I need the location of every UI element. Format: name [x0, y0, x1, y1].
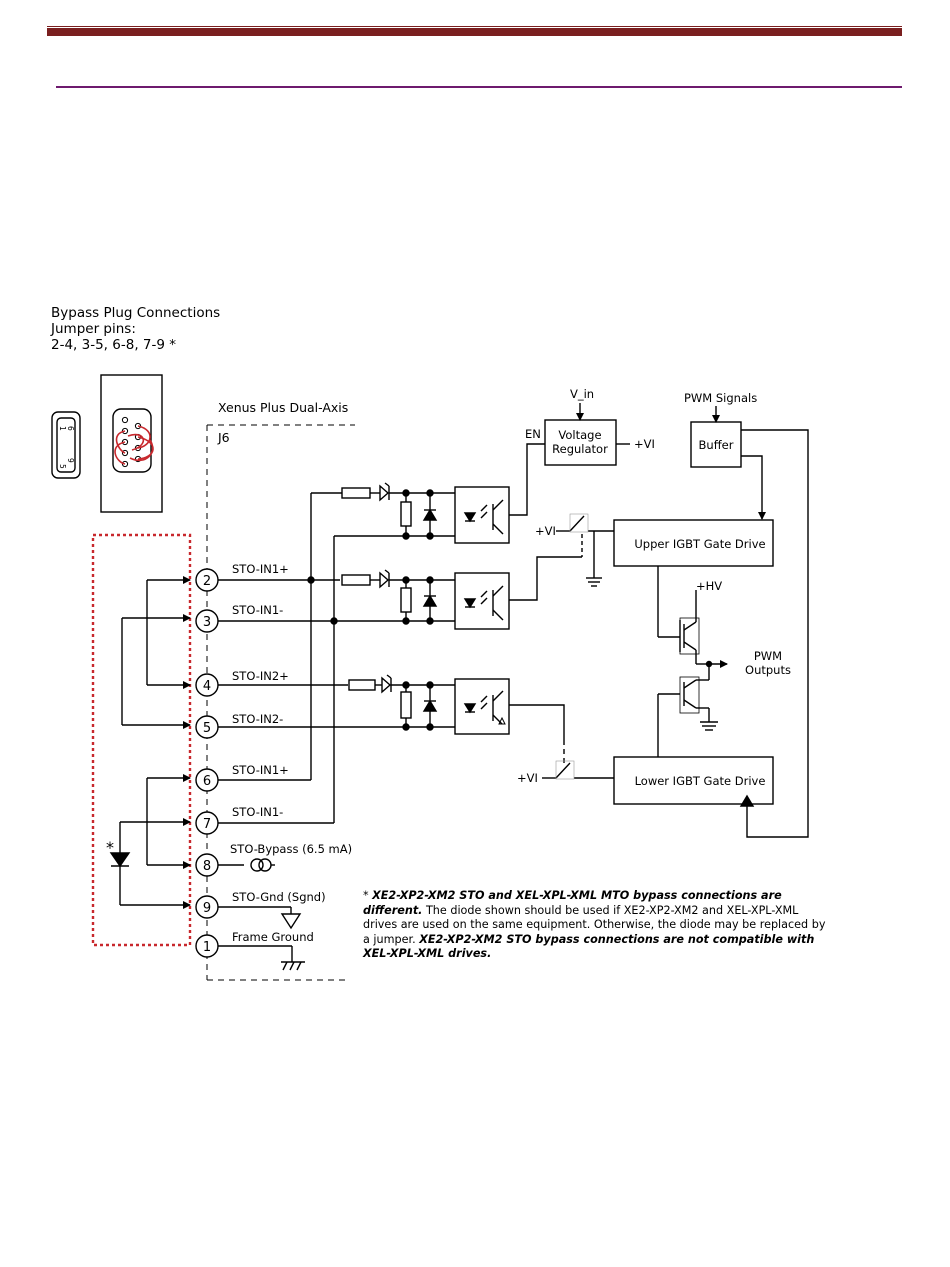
header-rule-secondary	[56, 86, 902, 88]
pin-circles	[195, 568, 219, 958]
pin-8-label: STO-Bypass (6.5 mA)	[230, 842, 352, 856]
dsub-pin-1-label: 1	[58, 426, 67, 431]
drive-name: Xenus Plus Dual-Axis	[218, 400, 348, 415]
pin-6-number: 6	[203, 774, 211, 789]
drive-boundary	[206, 424, 355, 981]
control-wiring	[509, 403, 809, 838]
dsub-pin-5-label: 5	[58, 464, 67, 469]
regulator-label-1: Voltage	[558, 428, 601, 442]
pin-9-number: 9	[203, 901, 211, 916]
pin-2-label: STO-IN1+	[232, 562, 289, 576]
connector-j6: J6	[217, 430, 230, 445]
vin-label: V_in	[570, 387, 594, 401]
input-channel-2	[341, 569, 510, 630]
pin-2-number: 2	[203, 574, 211, 589]
vi-upper-label: +VI	[535, 524, 556, 538]
pin-4-number: 4	[203, 679, 211, 694]
pin-3-number: 3	[203, 615, 211, 630]
pin-1-label: Frame Ground	[232, 930, 314, 944]
bypass-note: * XE2-XP2-XM2 STO and XEL-XPL-XML MTO by…	[363, 889, 833, 962]
bypass-plug-outline	[91, 533, 192, 947]
regulator-label-2: Regulator	[552, 442, 608, 456]
dsub-pin-6-label: 6	[66, 426, 75, 431]
jumper-wires	[119, 576, 191, 909]
hv-label: +HV	[696, 579, 722, 593]
vi-out-label: +VI	[634, 437, 655, 451]
bypass-diode-icon	[109, 852, 131, 868]
vi-lower-label: +VI	[517, 771, 538, 785]
jumper-label: Jumper pins:	[51, 321, 136, 337]
pin-8-number: 8	[203, 859, 211, 874]
voltage-regulator-block	[544, 419, 617, 466]
note-bold-2: XE2-XP2-XM2 STO bypass connections are n…	[363, 932, 815, 961]
pin-5-label: STO-IN2-	[232, 712, 283, 726]
input-channel-3	[348, 674, 510, 735]
note-body: The diode shown should be used if XE2-XP…	[363, 903, 826, 946]
bypass-intro: Bypass Plug Connections Jumper pins: 2-4…	[51, 305, 220, 353]
pin-7-label: STO-IN1-	[232, 805, 283, 819]
pin-7-number: 7	[203, 817, 211, 832]
pin-9-label: STO-Gnd (Sgnd)	[232, 890, 326, 904]
upper-igbt-gate-drive-block	[613, 519, 774, 567]
pwm-signals-label: PWM Signals	[684, 391, 757, 405]
buffer-block	[690, 421, 742, 468]
header-rule	[47, 28, 902, 36]
note-bold-1: XE2-XP2-XM2 STO and XEL-XPL-XML MTO bypa…	[363, 889, 782, 917]
lower-gate-label: Lower IGBT Gate Drive	[635, 774, 766, 788]
dsub-pin-9-label: 9	[66, 458, 75, 463]
diode-asterisk: *	[106, 838, 114, 857]
input-channel-1	[341, 482, 510, 544]
input-wiring	[218, 492, 406, 971]
bypass-title: Bypass Plug Connections	[51, 305, 221, 321]
buffer-label: Buffer	[699, 438, 734, 452]
en-label: EN	[525, 427, 541, 441]
lower-igbt-gate-drive-block	[613, 756, 774, 805]
header-rule-thin	[47, 26, 902, 27]
pin-1-number: 1	[203, 940, 211, 955]
pin-6-label: STO-IN1+	[232, 763, 289, 777]
note-star: *	[363, 889, 373, 902]
upper-gate-label: Upper IGBT Gate Drive	[634, 537, 765, 551]
pin-3-label: STO-IN1-	[232, 603, 283, 617]
bypass-plug	[100, 374, 163, 513]
pwm-outputs-label-1: PWM	[754, 649, 782, 663]
jumper-pins: 2-4, 3-5, 6-8, 7-9 *	[51, 337, 176, 353]
dsub-connector-small: 1 6 9 5	[51, 411, 81, 479]
bypass-jumper-loops	[114, 425, 154, 465]
pin-4-label: STO-IN2+	[232, 669, 289, 683]
pin-5-number: 5	[203, 721, 211, 736]
pwm-outputs-label-2: Outputs	[745, 663, 791, 677]
